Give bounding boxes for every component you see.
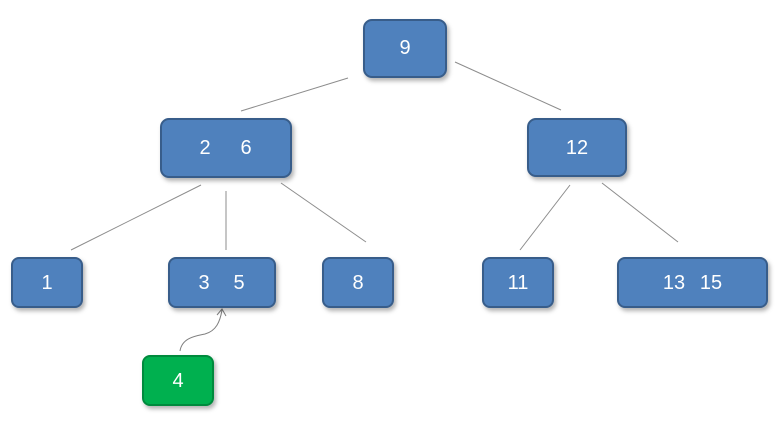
node-2-6: 2 6 xyxy=(160,118,292,178)
edge-node-12-to-node-13-15 xyxy=(601,182,679,243)
node-key-2: 2 xyxy=(199,137,210,159)
edge-root-to-node-2-6 xyxy=(240,77,349,112)
edge-node-12-to-node-11 xyxy=(519,184,571,251)
edge-root-to-node-12 xyxy=(454,61,562,111)
node-key-13: 13 xyxy=(663,272,685,294)
edge-node-2-6-to-node-8 xyxy=(280,182,367,243)
edge-node-2-6-to-node-1 xyxy=(70,184,202,251)
new-key-node-4: 4 xyxy=(142,355,214,406)
node-key-12: 12 xyxy=(566,137,588,159)
node-11: 11 xyxy=(482,257,554,308)
node-13-15: 13 15 xyxy=(617,257,768,308)
node-3-5: 3 5 xyxy=(168,257,276,308)
node-key-6: 6 xyxy=(240,137,251,159)
node-key-11: 11 xyxy=(508,272,529,294)
node-key-15: 15 xyxy=(700,272,722,294)
node-12: 12 xyxy=(527,118,627,177)
node-key-3: 3 xyxy=(198,272,209,294)
node-8: 8 xyxy=(322,257,394,308)
edges xyxy=(70,61,679,251)
node-key-5: 5 xyxy=(233,272,244,294)
node-key-1: 1 xyxy=(41,272,52,294)
node-1: 1 xyxy=(11,257,83,308)
node-key-8: 8 xyxy=(352,272,363,294)
insertion-arrow xyxy=(179,308,227,352)
node-root-9: 9 xyxy=(363,19,447,78)
new-key-4: 4 xyxy=(172,370,183,392)
node-root-key-9: 9 xyxy=(399,37,410,59)
